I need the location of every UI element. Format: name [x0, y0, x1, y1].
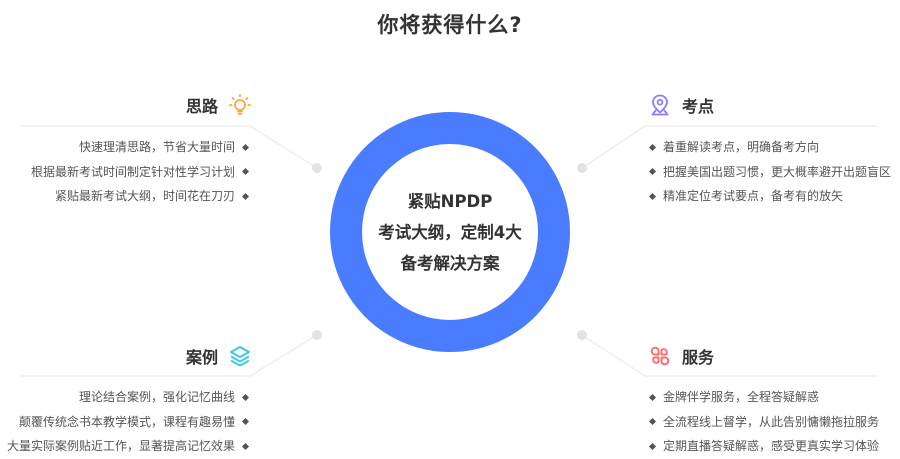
section-key-points: 考点 着重解读考点，明确备考方向 把握美国出题习惯，更大概率避开出题盲区 精准定…	[645, 0, 900, 210]
list-item: 根据最新考试时间制定针对性学习计划	[31, 160, 250, 185]
section-service: 服务 金牌伴学服务，全程答疑解惑 全流程线上督学，从此告别慵懒拖拉服务 定期直播…	[645, 0, 900, 459]
connector-dot	[577, 330, 587, 340]
section-key-points-header: 考点	[648, 92, 714, 118]
connector-cases	[20, 334, 318, 377]
list-item: 全流程线上督学，从此告别慵懒拖拉服务	[648, 410, 879, 435]
list-item: 快速理清思路，节省大量时间	[31, 135, 250, 160]
center-text-line-3: 备考解决方案	[400, 253, 500, 273]
list-item: 颠覆传统念书本教学模式，课程有趣易懂	[7, 410, 250, 435]
diamond-bullet-icon	[241, 418, 250, 426]
section-cases-list: 理论结合案例，强化记忆曲线 颠覆传统念书本教学模式，课程有趣易懂 大量实际案例贴…	[7, 385, 250, 459]
list-item: 精准定位考试要点，备考有的放矢	[648, 184, 891, 209]
layers-icon	[228, 344, 252, 368]
section-cases-title: 案例	[185, 348, 218, 367]
connector-service	[581, 334, 878, 377]
diamond-bullet-icon	[648, 442, 657, 450]
list-item: 紧贴最新考试大纲，时间花在刀刃	[31, 184, 250, 209]
section-service-list: 金牌伴学服务，全程答疑解惑 全流程线上督学，从此告别慵懒拖拉服务 定期直播答疑解…	[648, 385, 879, 459]
connector-key-points	[581, 125, 878, 169]
center-text-line-1: 紧贴NPDP	[407, 191, 493, 211]
center-ring-inner: 紧贴NPDP 考试大纲，定制4大 备考解决方案	[362, 144, 538, 320]
connector-dot	[312, 163, 322, 173]
location-pin-icon	[648, 93, 672, 117]
section-approach-header: 思路	[186, 92, 252, 118]
page-title: 你将获得什么?	[377, 13, 523, 37]
diamond-bullet-icon	[241, 442, 250, 450]
center-text-line-2: 考试大纲，定制4大	[378, 222, 522, 242]
section-approach: 思路 快速理清思路，节省大量时间 根据最新考试时间制定针对性学习计划 紧贴最新考…	[0, 0, 252, 210]
list-item: 金牌伴学服务，全程答疑解惑	[648, 385, 879, 410]
list-item: 把握美国出题习惯，更大概率避开出题盲区	[648, 160, 891, 185]
connector-approach	[20, 125, 318, 169]
section-approach-title: 思路	[185, 97, 218, 116]
section-key-points-title: 考点	[682, 97, 715, 116]
lightbulb-icon	[228, 93, 252, 117]
list-item: 理论结合案例，强化记忆曲线	[7, 385, 250, 410]
list-item: 定期直播答疑解惑，感受更真实学习体验	[648, 434, 879, 459]
section-cases-header: 案例	[186, 343, 252, 369]
section-key-points-list: 着重解读考点，明确备考方向 把握美国出题习惯，更大概率避开出题盲区 精准定位考试…	[648, 135, 891, 209]
connector-dot	[312, 330, 322, 340]
list-item: 着重解读考点，明确备考方向	[648, 135, 891, 160]
clover-icon	[648, 344, 672, 368]
center-ring: 紧贴NPDP 考试大纲，定制4大 备考解决方案	[330, 112, 570, 352]
section-approach-list: 快速理清思路，节省大量时间 根据最新考试时间制定针对性学习计划 紧贴最新考试大纲…	[31, 135, 250, 209]
list-item: 大量实际案例贴近工作，显著提高记忆效果	[7, 434, 250, 459]
section-service-header: 服务	[648, 343, 714, 369]
diamond-bullet-icon	[648, 393, 657, 401]
diamond-bullet-icon	[648, 418, 657, 426]
section-cases: 案例 理论结合案例，强化记忆曲线 颠覆传统念书本教学模式，课程有趣易懂 大量实际…	[0, 0, 252, 459]
diamond-bullet-icon	[241, 393, 250, 401]
connector-dot	[577, 163, 587, 173]
section-service-title: 服务	[682, 348, 715, 367]
